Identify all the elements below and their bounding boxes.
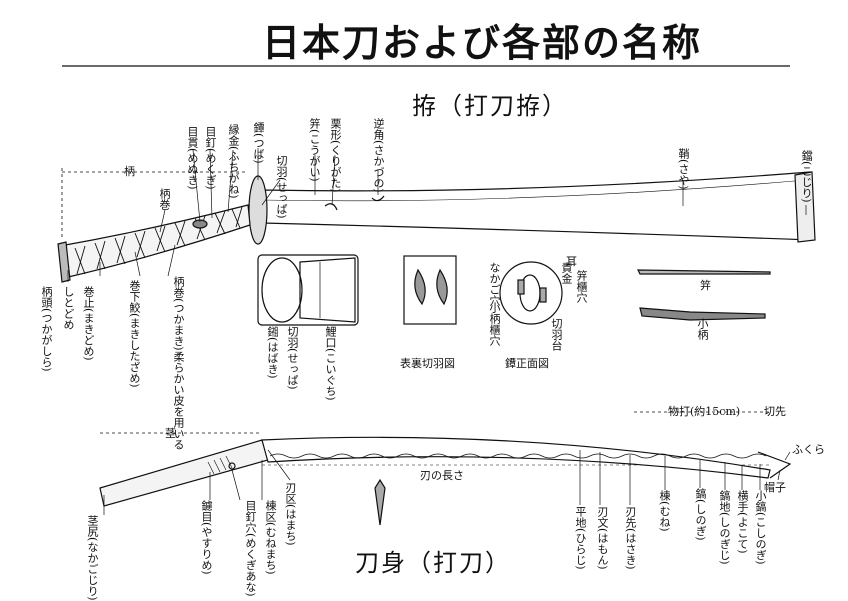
label-kozuka: 小柄 (696, 318, 709, 340)
label-tsukamaki-detail: 柄巻(つかまき)柔らかい皮を用いる (172, 276, 185, 450)
tsukagashira (57, 241, 71, 283)
tsukamaki-pattern (74, 206, 243, 275)
label-seppa-top: 切羽(せっぱ) (275, 155, 288, 219)
label-fukura: ふくら (792, 443, 825, 456)
label-tsuka: 柄 (124, 165, 135, 178)
label-hiraji: 平地(ひらじ) (574, 506, 587, 570)
label-hamon: 刃文(はもん) (596, 506, 609, 570)
label-yasurime: 鑢目(やすりめ) (200, 500, 213, 575)
label-mune: 棟(むね) (658, 490, 671, 532)
label-shitodome: しとどめ (62, 286, 75, 330)
kurigata (324, 203, 338, 211)
kojiri (794, 171, 816, 243)
label-nakago-jiri: 茎尻(なかごじり) (86, 515, 99, 601)
blade-title: 刀身（打刀） (355, 549, 511, 577)
label-ha-saki: 刃先(はさき) (624, 506, 637, 570)
label-kissaki: 切先 (764, 405, 786, 418)
label-habaki: 鎺(はばき) (266, 326, 279, 379)
label-kurigata: 栗形(くりがた) (329, 118, 342, 193)
koshirae-title: 拵（打刀拵） (412, 92, 568, 120)
label-kozuka-hitsu: 小柄櫃穴 (488, 302, 501, 346)
habaki-detail-box (257, 254, 359, 326)
kozuka-right (639, 307, 766, 321)
label-mekugi: 目釘(めくぎ) (204, 126, 217, 190)
saya-outline (261, 171, 813, 241)
kogai-right (637, 269, 771, 275)
label-tsukagashira: 柄頭(つかがしら) (40, 286, 53, 372)
label-hitsu-ana: なかご穴 (488, 262, 501, 306)
label-mimi: 耳 (566, 255, 577, 268)
hamon (269, 453, 767, 459)
label-kogai-right: 笄 (700, 279, 711, 292)
label-ko-shinogi: 小鎬(こしのぎ) (754, 490, 767, 565)
label-mune-machi: 棟区(むねまち) (264, 500, 277, 575)
seppa-left (414, 268, 426, 306)
tsuba-face (499, 261, 563, 325)
label-monouchi: 物打(約15cm) (668, 405, 741, 418)
habaki-shape (299, 257, 356, 323)
label-tsukamaki: 柄巻 (158, 188, 171, 210)
label-kiwa: 責金 (560, 262, 573, 284)
label-hachou: 刃の長さ (420, 469, 464, 482)
label-nakago-len: 茎 (165, 427, 176, 440)
caption-seppa: 表裏切羽図 (400, 357, 455, 370)
label-saya: 鞘(さや) (677, 148, 690, 190)
caption-tsuba: 鐔正面図 (505, 357, 549, 370)
cross-section (374, 478, 386, 526)
label-shinogi-ji: 鎬地(しのぎじ) (718, 490, 731, 565)
label-kojiri: 鐺(こじり) (800, 150, 813, 203)
seppa-right (436, 268, 448, 306)
tsuba-side (248, 175, 268, 245)
label-ha-machi: 刃区(はまち) (284, 482, 297, 546)
tsuka-outline (59, 204, 251, 279)
label-maki-dome: 巻止(まきどめ) (82, 286, 95, 361)
yasurime (207, 455, 233, 475)
label-kogai: 笄(こうがい) (308, 118, 321, 182)
page-title: 日本刀および各部の名称 (262, 20, 703, 65)
label-makishita-same: 巻下鮫(まきしたざめ) (128, 280, 141, 388)
label-fuchi: 縁金(ふちがね) (227, 124, 240, 199)
seppa-figure-box (403, 255, 457, 325)
seppa-ellipse (261, 257, 303, 323)
label-boshi: 帽子 (764, 481, 786, 494)
label-kogai-hitsu: 笄櫃穴 (575, 270, 588, 303)
label-menuki: 目貫(めぬき) (186, 126, 199, 190)
sakazuno (371, 195, 385, 202)
label-sakazuno: 逆角(さかづの) (372, 118, 385, 193)
label-seppa-dai: 切羽台 (550, 318, 563, 351)
label-shinogi: 鎬(しのぎ) (694, 488, 707, 541)
mekugi-ana (228, 462, 236, 470)
label-seppa: 切羽(せっぱ) (286, 326, 299, 390)
label-yokote: 横手(よこて) (736, 490, 749, 554)
label-tsuba: 鐔(つば) (252, 122, 265, 164)
kissaki (757, 451, 792, 479)
label-koiguchi: 鯉口(こいぐち) (324, 326, 337, 401)
label-mekugi-ana: 目釘穴(めくぎあな) (244, 500, 257, 597)
